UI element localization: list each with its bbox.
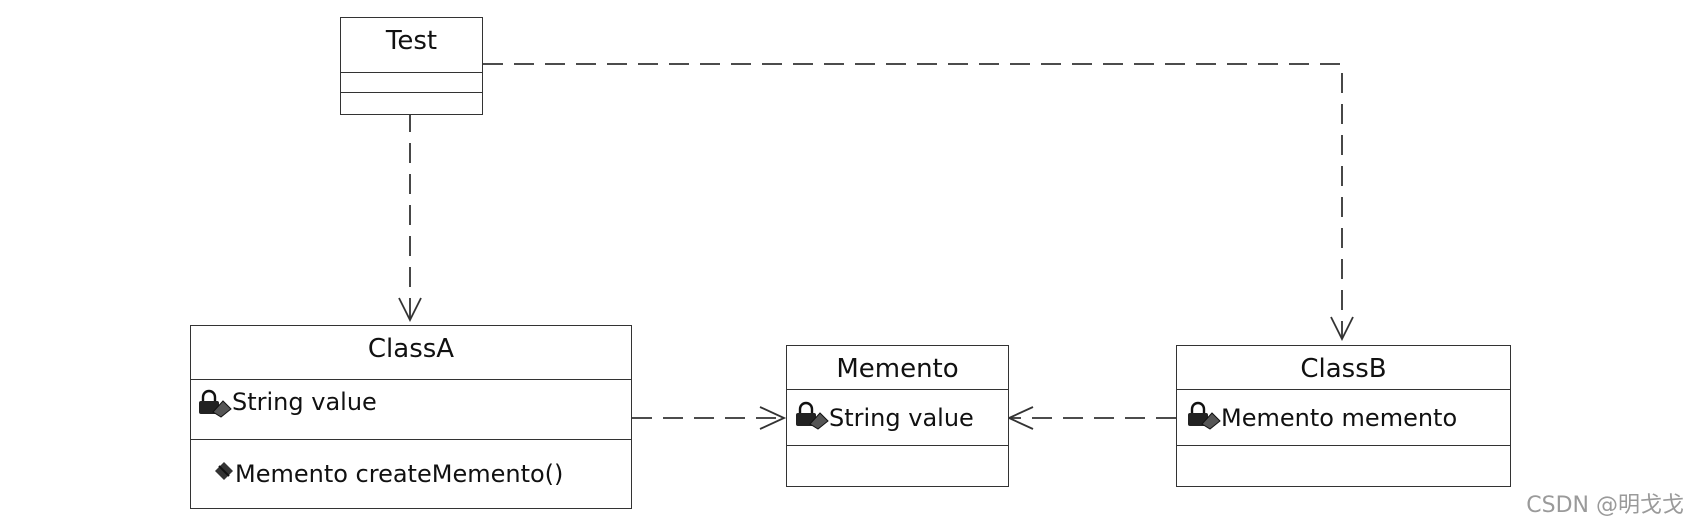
class-classb-attributes: Memento memento <box>1177 390 1510 446</box>
class-classa-operations: Memento createMemento() <box>191 440 631 508</box>
class-test-attributes <box>341 73 482 93</box>
class-memento-attributes: String value <box>787 390 1008 446</box>
arrowhead-memento-left <box>759 406 787 430</box>
arrowhead-memento-right <box>1006 406 1034 430</box>
class-classa-name: ClassA <box>191 326 631 380</box>
lock-icon <box>1185 400 1221 436</box>
lock-icon <box>196 388 232 424</box>
lock-icon <box>793 400 829 436</box>
diamond-icon <box>213 460 235 488</box>
class-classb[interactable]: ClassB Memento memento <box>1176 345 1511 487</box>
arrowhead-classb <box>1330 316 1354 342</box>
class-test-name: Test <box>341 18 482 73</box>
class-memento-name: Memento <box>787 346 1008 390</box>
class-memento-operations <box>787 446 1008 486</box>
arrowhead-classa <box>398 297 422 323</box>
class-memento-attribute: String value <box>829 403 974 432</box>
class-memento[interactable]: Memento String value <box>786 345 1009 487</box>
watermark: CSDN @明戈戈 <box>1526 493 1684 518</box>
class-classa-operation: Memento createMemento() <box>235 460 564 488</box>
class-classb-operations <box>1177 446 1510 486</box>
dependency-test-to-classb <box>483 63 1343 337</box>
class-classb-attribute: Memento memento <box>1221 403 1458 432</box>
class-classa[interactable]: ClassA String value Memento createMement… <box>190 325 632 509</box>
class-classb-name: ClassB <box>1177 346 1510 390</box>
class-classa-attributes: String value <box>191 380 631 440</box>
class-classa-attribute: String value <box>232 388 377 416</box>
class-test-operations <box>341 93 482 113</box>
class-test[interactable]: Test <box>340 17 483 115</box>
